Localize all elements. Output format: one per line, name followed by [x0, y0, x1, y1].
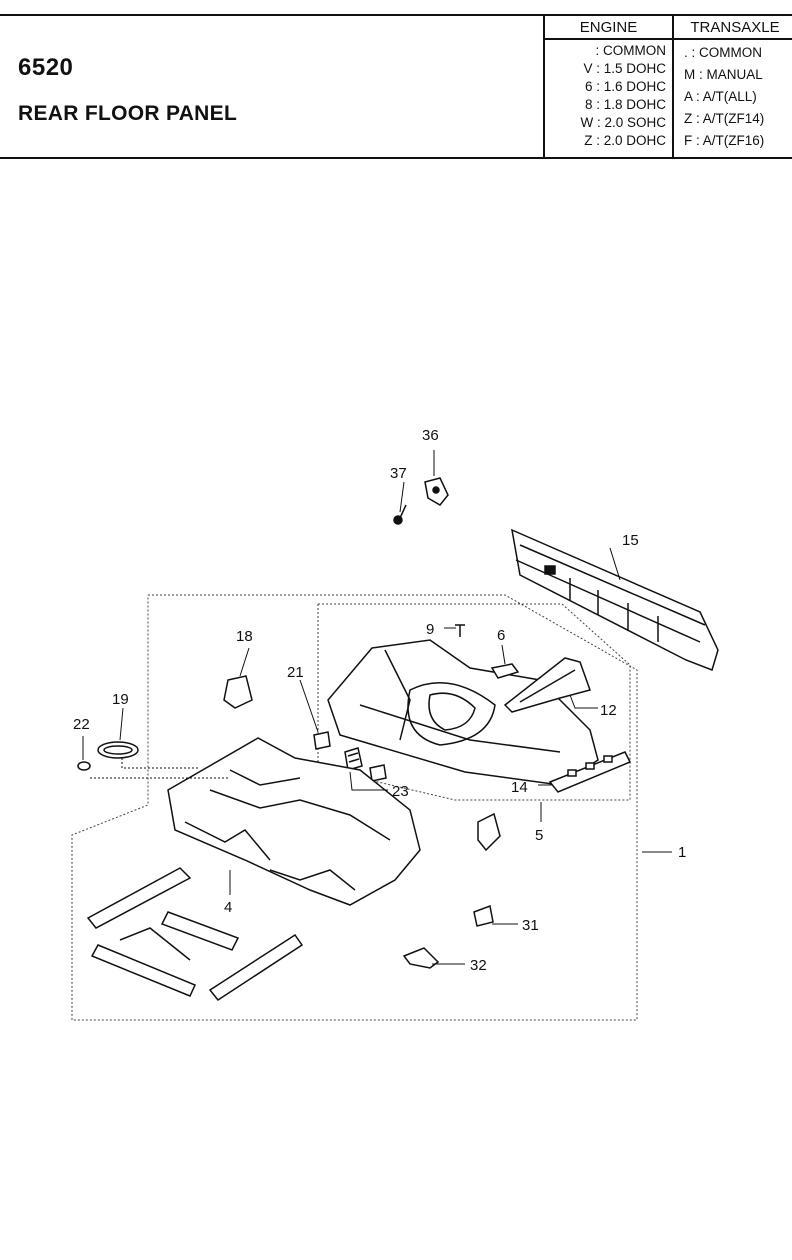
- part-18-bracket: [223, 675, 253, 709]
- callout-21: 21: [287, 664, 304, 681]
- transaxle-row: A : A/T(ALL): [684, 89, 757, 104]
- part-37-bolt: [393, 504, 407, 525]
- part-14-reinforcement: [548, 751, 632, 793]
- callout-22: 22: [73, 716, 90, 733]
- subassembly-boundary-outline: [317, 603, 631, 801]
- section-title: REAR FLOOR PANEL: [18, 102, 238, 125]
- engine-row: : COMMON: [595, 43, 667, 58]
- transaxle-row: M : MANUAL: [684, 67, 763, 82]
- callout-14: 14: [511, 779, 528, 796]
- transaxle-row: . : COMMON: [684, 45, 762, 60]
- callout-31: 31: [522, 917, 539, 934]
- callout-12: 12: [600, 702, 617, 719]
- callout-23: 23: [392, 783, 409, 800]
- part-22-plug: [77, 761, 91, 771]
- transaxle-row: F : A/T(ZF16): [684, 133, 765, 148]
- engine-row: V : 1.5 DOHC: [583, 61, 666, 76]
- part-21-pad: [313, 731, 331, 750]
- callout-37: 37: [390, 465, 407, 482]
- header-block: 6520 REAR FLOOR PANEL ENGINE : COMMON V …: [0, 14, 792, 159]
- transaxle-row: Z : A/T(ZF14): [684, 111, 765, 126]
- part-31-cap: [473, 904, 494, 927]
- engine-row: 8 : 1.8 DOHC: [584, 97, 666, 112]
- part-small-bracket: [477, 812, 501, 852]
- part-23-mount: [344, 747, 387, 782]
- part-15-rear-cross-panel: [511, 528, 719, 671]
- part-36-bracket: [424, 477, 449, 506]
- code-legend: ENGINE : COMMON V : 1.5 DOHC 6 : 1.6 DOH…: [543, 16, 792, 157]
- part-9-bolt: [455, 624, 465, 637]
- part-5-rear-floor-pan: [327, 639, 599, 786]
- part-12-side-member: [503, 657, 591, 713]
- part-19-grommet: [97, 741, 139, 759]
- engine-heading: ENGINE: [545, 16, 672, 40]
- callout-6: 6: [497, 627, 505, 644]
- assembly-boundary-outline: [71, 594, 638, 1021]
- callout-18: 18: [236, 628, 253, 645]
- transaxle-heading: TRANSAXLE: [674, 16, 792, 40]
- callout-15: 15: [622, 532, 639, 549]
- callout-5: 5: [535, 827, 543, 844]
- engine-legend: ENGINE : COMMON V : 1.5 DOHC 6 : 1.6 DOH…: [545, 16, 672, 157]
- callout-36: 36: [422, 427, 439, 444]
- callout-32: 32: [470, 957, 487, 974]
- section-code: 6520: [18, 54, 74, 81]
- engine-row: W : 2.0 SOHC: [580, 115, 666, 130]
- callout-19: 19: [112, 691, 129, 708]
- callout-4: 4: [224, 899, 232, 916]
- engine-row: 6 : 1.6 DOHC: [584, 79, 666, 94]
- engine-row: Z : 2.0 DOHC: [584, 133, 666, 148]
- part-1-floor-pan: [167, 737, 421, 906]
- callout-1: 1: [678, 844, 686, 861]
- part-4-floor-members: [86, 867, 304, 1002]
- part-32-bracket: [402, 947, 440, 969]
- transaxle-legend: TRANSAXLE . : COMMON M : MANUAL A : A/T(…: [672, 16, 792, 157]
- leader-lines: [82, 450, 672, 965]
- callout-9: 9: [426, 621, 434, 638]
- part-6-clip: [490, 663, 520, 679]
